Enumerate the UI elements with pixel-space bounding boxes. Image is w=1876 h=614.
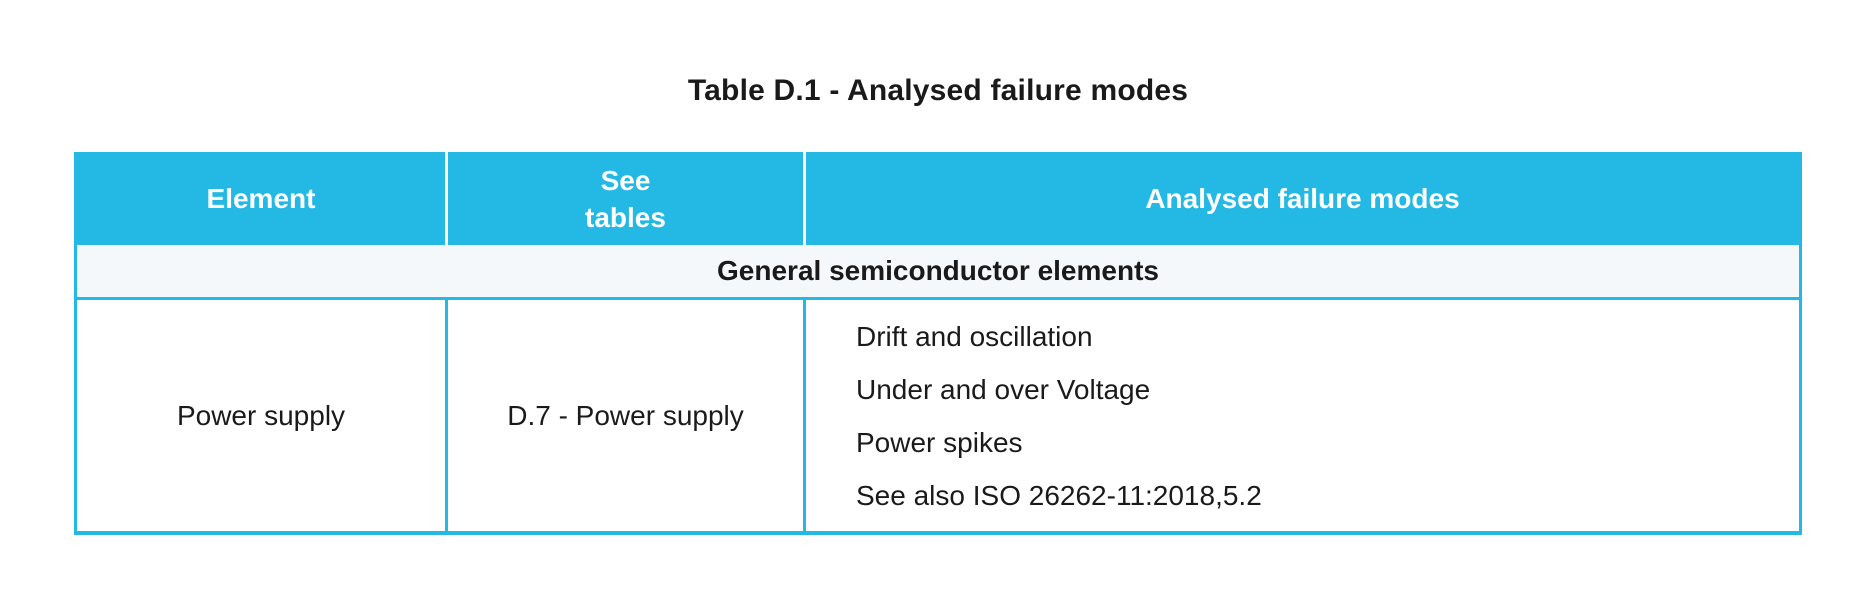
cell-element: Power supply: [176, 399, 346, 431]
failure-mode-item: Drift and oscillation: [856, 320, 1093, 352]
header-analysed-failure-modes: Analysed failure modes: [803, 152, 1799, 245]
table-caption: Table D.1 - Analysed failure modes: [687, 74, 1189, 107]
failure-modes-table: Element See tables Analysed failure mode…: [74, 152, 1802, 535]
failure-mode-item: See also ISO 26262-11:2018,5.2: [856, 479, 1262, 511]
cell-see-tables: D.7 - Power supply: [445, 300, 803, 531]
section-header-general-semiconductor-elements: General semiconductor elements: [77, 245, 1799, 300]
cell-failure-modes: Drift and oscillation Under and over Vol…: [803, 300, 1799, 531]
failure-mode-item: Power spikes: [856, 426, 1023, 458]
table-row-power-supply: Power supply D.7 - Power supply Drift an…: [77, 300, 1799, 531]
failure-mode-item: Under and over Voltage: [856, 373, 1151, 405]
table-header-row: Element See tables Analysed failure mode…: [77, 152, 1799, 245]
header-see-tables: See tables: [445, 152, 803, 245]
header-element: Element: [206, 183, 316, 214]
